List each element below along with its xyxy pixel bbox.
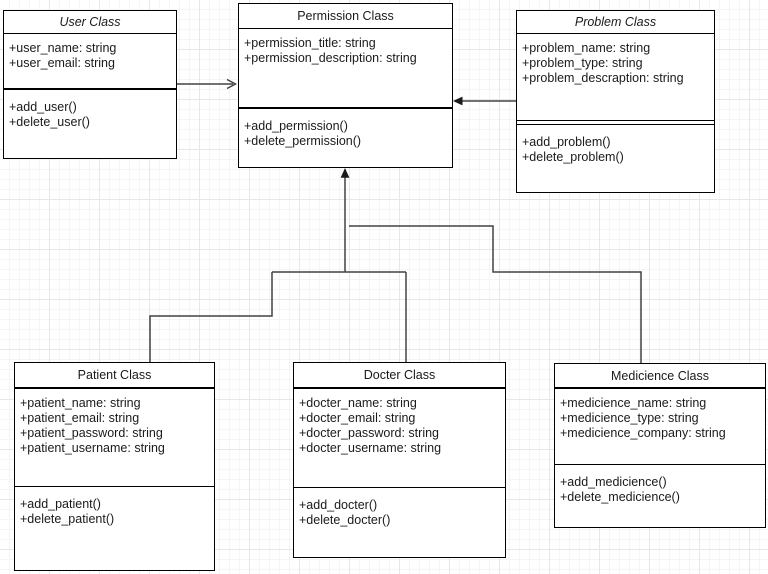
member-line: +add_problem() <box>522 135 611 149</box>
class-methods: +add_permission()+delete_permission() <box>239 107 452 167</box>
member-line: +delete_permission() <box>244 134 362 148</box>
member-line: +user_email: string <box>9 56 115 70</box>
member-line: +docter_email: string <box>299 411 416 425</box>
class-box-docter[interactable]: Docter Class +docter_name: string+docter… <box>293 362 506 558</box>
member-line: +problem_name: string <box>522 41 651 55</box>
class-box-problem[interactable]: Problem Class +problem_name: string+prob… <box>516 10 715 193</box>
class-box-permission[interactable]: Permission Class +permission_title: stri… <box>238 3 453 168</box>
class-attributes: +user_name: string+user_email: string <box>4 34 176 88</box>
class-title: Problem Class <box>517 11 714 34</box>
class-methods: +add_patient()+delete_patient() <box>15 486 214 570</box>
class-box-patient[interactable]: Patient Class +patient_name: string+pati… <box>14 362 215 571</box>
class-attributes: +patient_name: string+patient_email: str… <box>15 389 214 486</box>
member-line: +add_permission() <box>244 119 348 133</box>
class-methods: +add_docter()+delete_docter() <box>294 487 505 557</box>
member-line: +delete_user() <box>9 115 90 129</box>
member-line: +delete_medicience() <box>560 490 680 504</box>
connector-medicience-branch[interactable] <box>349 225 642 363</box>
member-line: +add_patient() <box>20 497 101 511</box>
class-box-user[interactable]: User Class +user_name: string+user_email… <box>3 10 177 159</box>
class-methods: +add_problem()+delete_problem() <box>517 124 714 192</box>
class-attributes: +docter_name: string+docter_email: strin… <box>294 389 505 487</box>
filled-arrowhead-icon <box>340 168 350 178</box>
class-title: Patient Class <box>15 363 214 389</box>
member-line: +add_medicience() <box>560 475 667 489</box>
member-line: +permission_title: string <box>244 36 376 50</box>
member-line: +patient_email: string <box>20 411 140 425</box>
class-title: Medicience Class <box>555 364 765 389</box>
section-divider <box>517 120 714 124</box>
class-attributes: +medicience_name: string+medicience_type… <box>555 389 765 464</box>
member-line: +patient_password: string <box>20 426 163 440</box>
class-title: Docter Class <box>294 363 505 389</box>
connector-patient-branch[interactable] <box>149 272 273 362</box>
open-arrowhead-icon <box>226 78 238 90</box>
member-line: +medicience_company: string <box>560 426 726 440</box>
member-line: +delete_docter() <box>299 513 391 527</box>
member-line: +patient_name: string <box>20 396 141 410</box>
member-line: +medicience_type: string <box>560 411 699 425</box>
member-line: +docter_name: string <box>299 396 417 410</box>
class-methods: +add_user()+delete_user() <box>4 88 176 158</box>
class-methods: +add_medicience()+delete_medicience() <box>555 464 765 527</box>
member-line: +delete_patient() <box>20 512 115 526</box>
member-line: +patient_username: string <box>20 441 165 455</box>
member-line: +docter_password: string <box>299 426 440 440</box>
member-line: +permission_description: string <box>244 51 417 65</box>
member-line: +problem_type: string <box>522 56 643 70</box>
member-line: +problem_descraption: string <box>522 71 684 85</box>
class-title: Permission Class <box>239 4 452 29</box>
member-line: +docter_username: string <box>299 441 442 455</box>
class-title: User Class <box>4 11 176 34</box>
member-line: +user_name: string <box>9 41 117 55</box>
member-line: +add_user() <box>9 100 77 114</box>
member-line: +medicience_name: string <box>560 396 707 410</box>
class-attributes: +permission_title: string+permission_des… <box>239 29 452 107</box>
class-attributes: +problem_name: string+problem_type: stri… <box>517 34 714 120</box>
class-box-medicience[interactable]: Medicience Class +medicience_name: strin… <box>554 363 766 528</box>
member-line: +delete_problem() <box>522 150 624 164</box>
member-line: +add_docter() <box>299 498 378 512</box>
